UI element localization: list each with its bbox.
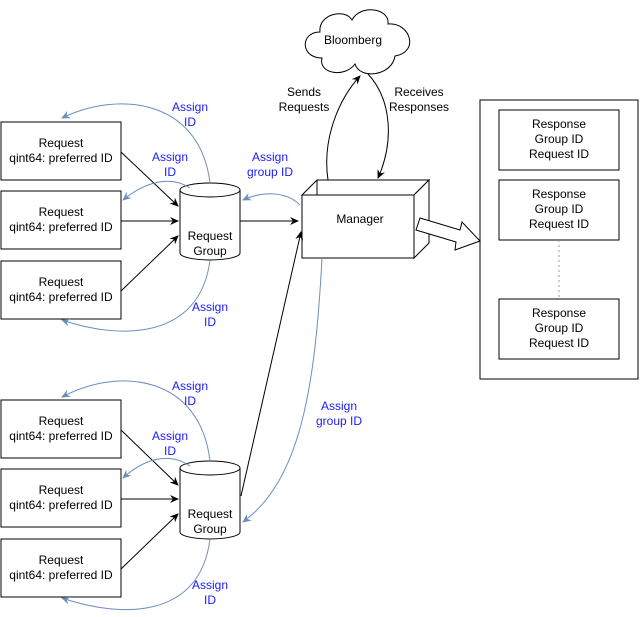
request-box	[0, 260, 122, 320]
request-box	[0, 121, 122, 181]
request-box	[0, 399, 122, 459]
bloomberg-label: Bloomberg	[323, 33, 383, 47]
response-box	[498, 298, 620, 360]
bloomberg-cloud	[304, 9, 411, 75]
manager-label: Manager	[336, 212, 384, 226]
output-arrow	[415, 217, 481, 251]
request-group-cylinder	[179, 460, 241, 540]
request-box	[0, 190, 122, 250]
request-box	[0, 538, 122, 598]
manager-cube	[300, 178, 431, 260]
response-box	[498, 109, 620, 171]
request-box	[0, 468, 122, 528]
